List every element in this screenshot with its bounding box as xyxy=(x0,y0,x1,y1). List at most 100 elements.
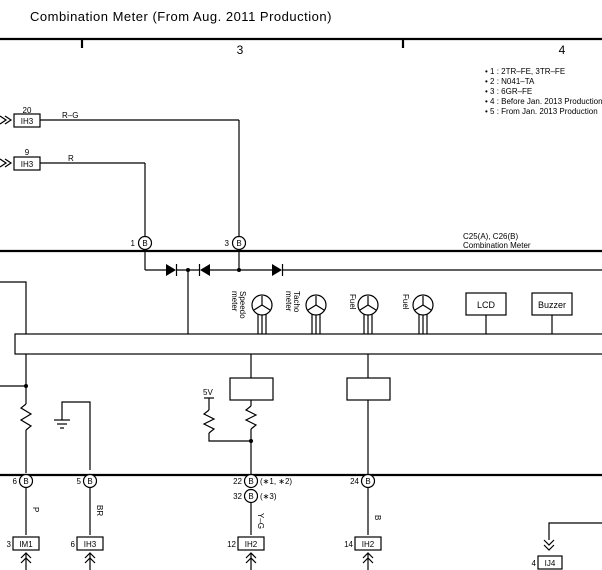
gauge-needle xyxy=(367,304,377,311)
gauge-tacho: Tacho meter xyxy=(284,291,327,334)
supply-label: 5V xyxy=(203,388,213,397)
gauge-needle xyxy=(307,304,317,311)
resistor-icon xyxy=(19,403,33,431)
note-item: • 2 : N041–TA xyxy=(485,77,535,86)
wire-color: R–G xyxy=(62,111,78,120)
gauge-needle xyxy=(261,304,271,311)
wire-color: P xyxy=(31,507,40,512)
gauge-needle xyxy=(422,304,432,311)
note-item: • 5 : From Jan. 2013 Production xyxy=(485,107,598,116)
junction-dot xyxy=(249,439,253,443)
pin-number: 14 xyxy=(344,540,353,549)
lcd-label: LCD xyxy=(477,300,496,310)
meter-bus-bar xyxy=(14,333,602,355)
diode-network xyxy=(144,250,602,334)
pin-number: 9 xyxy=(25,148,30,157)
pin-number: 5 xyxy=(77,477,82,486)
pin-number: 3 xyxy=(225,239,230,248)
bottom-connector-ih2-12: 12 IH2 xyxy=(227,536,265,570)
pin-letter: B xyxy=(87,477,92,486)
bottom-connector-ih2-14: 14 IH2 xyxy=(344,536,382,570)
bottom-pin-22: 22 B (∗1, ∗2) xyxy=(233,473,292,489)
top-wire-2: 9 IH3 R xyxy=(0,148,146,236)
pin-circle xyxy=(243,473,259,489)
pin-note: (∗3) xyxy=(260,492,277,501)
connector-label: IH3 xyxy=(84,540,97,549)
pin-number: 6 xyxy=(13,477,18,486)
arrow-icon xyxy=(0,158,8,168)
pin-letter: B xyxy=(142,239,147,248)
pin-number: 6 xyxy=(71,540,76,549)
wire-color: R xyxy=(68,154,74,163)
lcd-block: LCD xyxy=(465,292,507,334)
arrow-down-icon xyxy=(543,539,555,546)
bottom-pin-6: 6 B xyxy=(13,473,34,489)
diode-icon xyxy=(272,264,282,276)
pin-number: 22 xyxy=(233,477,242,486)
middle-circuit: 5V xyxy=(202,354,391,474)
gauge-label: Speedo meter xyxy=(230,291,247,321)
gauge-needle xyxy=(315,304,325,311)
wire xyxy=(61,401,91,470)
junction-dot xyxy=(237,268,241,272)
arrow-icon xyxy=(4,115,13,125)
pin-number: 32 xyxy=(233,492,242,501)
pin-number: 1 xyxy=(131,239,136,248)
connector-label: IH2 xyxy=(362,540,375,549)
pin-number: 20 xyxy=(23,106,32,115)
gauge-label: Fuel xyxy=(348,294,357,310)
arrow-icon xyxy=(4,158,13,168)
wire xyxy=(0,281,27,334)
connector-box xyxy=(354,536,382,551)
gauge-label: Tacho meter xyxy=(284,291,301,315)
gauge-label: Fuel xyxy=(401,294,410,310)
component-code: C25(A), C26(B) xyxy=(463,232,518,241)
connector-label: IJ4 xyxy=(545,559,556,568)
ic-block xyxy=(346,377,391,401)
pin-letter: B xyxy=(365,477,370,486)
wire xyxy=(208,433,251,442)
buzzer-label: Buzzer xyxy=(538,300,566,310)
wire-color: B xyxy=(373,515,382,520)
notes-list: • 1 : 2TR–FE, 3TR–FE • 2 : N041–TA • 3 :… xyxy=(485,67,602,116)
wire-color: Y–G xyxy=(256,513,265,529)
pin-letter: B xyxy=(248,477,253,486)
connector-label: IH3 xyxy=(21,117,34,126)
connector-box xyxy=(237,536,265,551)
pin-circle xyxy=(231,235,247,251)
pin-circle xyxy=(360,473,376,489)
top-pin-2: 3 B xyxy=(225,235,247,251)
diagram-title: Combination Meter (From Aug. 2011 Produc… xyxy=(30,9,332,24)
bottom-connector-ij4: 4 IJ4 xyxy=(532,522,602,570)
resistor-icon xyxy=(244,405,258,430)
gauge-needle xyxy=(414,304,424,311)
pin-note: (∗1, ∗2) xyxy=(260,477,292,486)
bottom-pin-5: 5 B xyxy=(77,473,98,489)
gauge-fuel-1: Fuel xyxy=(348,294,379,334)
connector-box xyxy=(76,536,104,551)
arrow-icon xyxy=(0,115,8,125)
connector-label: IM1 xyxy=(19,540,33,549)
junction-dot xyxy=(24,384,28,388)
pin-number: 3 xyxy=(7,540,12,549)
left-circuit xyxy=(0,354,91,473)
note-item: • 3 : 6GR–FE xyxy=(485,87,532,96)
pin-circle xyxy=(18,473,34,489)
note-item: • 1 : 2TR–FE, 3TR–FE xyxy=(485,67,565,76)
connector-box xyxy=(12,536,40,551)
gauge-needle xyxy=(359,304,369,311)
bottom-pin-24: 24 B xyxy=(350,473,376,489)
pin-circle xyxy=(243,488,259,504)
diode-icon xyxy=(200,264,210,276)
bottom-connector-im1: 3 IM1 xyxy=(7,536,40,570)
bottom-connector-ih3: 6 IH3 xyxy=(71,536,104,570)
pin-circle xyxy=(137,235,153,251)
diode-icon xyxy=(166,264,176,276)
wire-color: BR xyxy=(95,505,104,516)
pin-number: 4 xyxy=(532,559,537,568)
pin-letter: B xyxy=(23,477,28,486)
pin-number: 12 xyxy=(227,540,236,549)
wire xyxy=(548,522,602,540)
pin-number: 24 xyxy=(350,477,359,486)
